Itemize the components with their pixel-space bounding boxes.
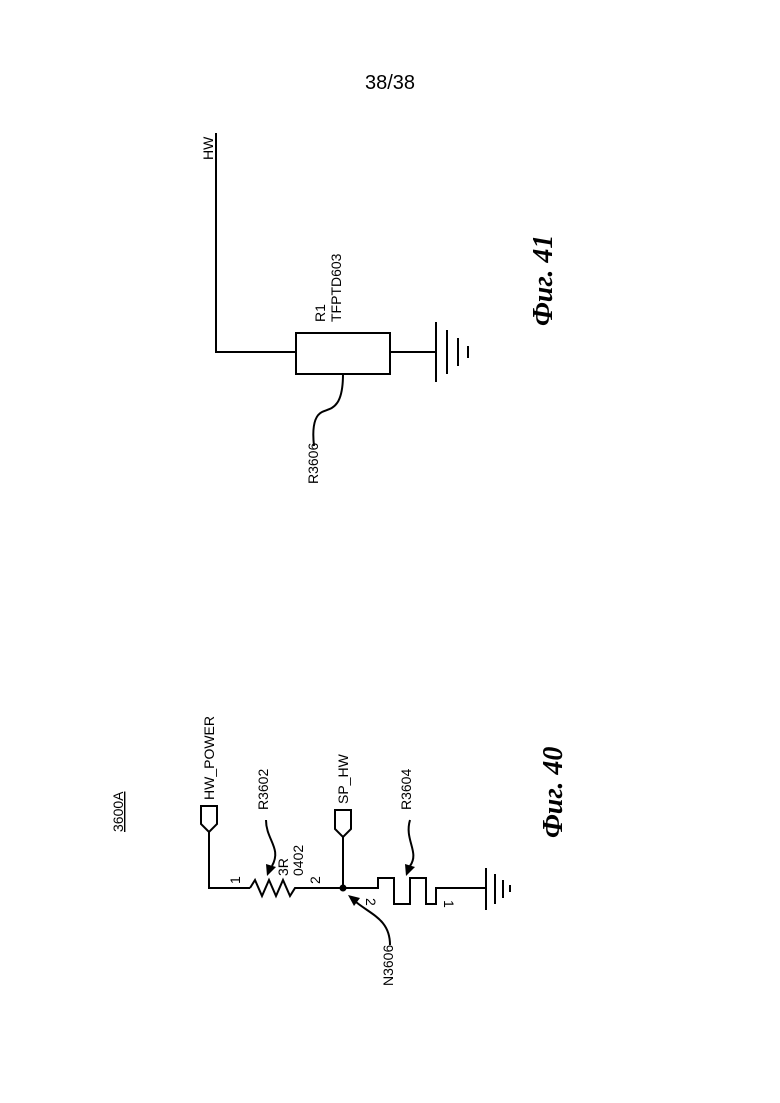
r3602-size-label: 0402 bbox=[290, 845, 306, 876]
r3602-pin2-label: 2 bbox=[307, 876, 323, 884]
n3606-ref-label: N3606 bbox=[380, 945, 396, 986]
hw-power-connector bbox=[201, 806, 217, 832]
r3602-ref-label: R3602 bbox=[255, 769, 271, 810]
ground-symbol-fig40 bbox=[486, 868, 510, 910]
n3606-leader bbox=[356, 902, 390, 945]
r3602-value-label: 3R bbox=[275, 858, 291, 876]
r1-value-label: TFPTD603 bbox=[328, 253, 344, 322]
hw-power-net-label: HW_POWER bbox=[201, 716, 217, 800]
r3606-ref-label: R3606 bbox=[305, 443, 321, 484]
r1-resistor-body bbox=[296, 333, 390, 374]
sp-hw-net-label: SP_HW bbox=[335, 753, 351, 804]
r3604-pin1-label: 1 bbox=[441, 900, 457, 908]
r3606-leader bbox=[313, 374, 343, 446]
figure-40-caption: Фиг. 40 bbox=[538, 747, 569, 838]
r1-name-label: R1 bbox=[312, 304, 328, 322]
figure-41: HW R1 TFPTD603 R3606 Фиг. 41 bbox=[200, 133, 559, 484]
sp-hw-connector bbox=[335, 810, 351, 837]
r3602-leader bbox=[266, 820, 275, 866]
r3604-ref-label: R3604 bbox=[398, 769, 414, 810]
hw-wire bbox=[216, 133, 296, 352]
figure-40: 3600A HW_POWER R3602 3R 0402 1 2 SP_HW R… bbox=[110, 716, 569, 986]
r3602-zigzag-resistor bbox=[250, 880, 300, 896]
r3602-pin1-label: 1 bbox=[227, 876, 243, 884]
ref-3600a-label: 3600A bbox=[110, 791, 126, 832]
hw-net-label: HW bbox=[200, 136, 216, 160]
r3604-leader bbox=[409, 820, 414, 866]
r3604-leader-arrow bbox=[405, 864, 415, 876]
r3604-pin2-label: 2 bbox=[363, 898, 379, 906]
ground-symbol-fig41 bbox=[436, 322, 468, 382]
figure-41-caption: Фиг. 41 bbox=[528, 235, 559, 326]
